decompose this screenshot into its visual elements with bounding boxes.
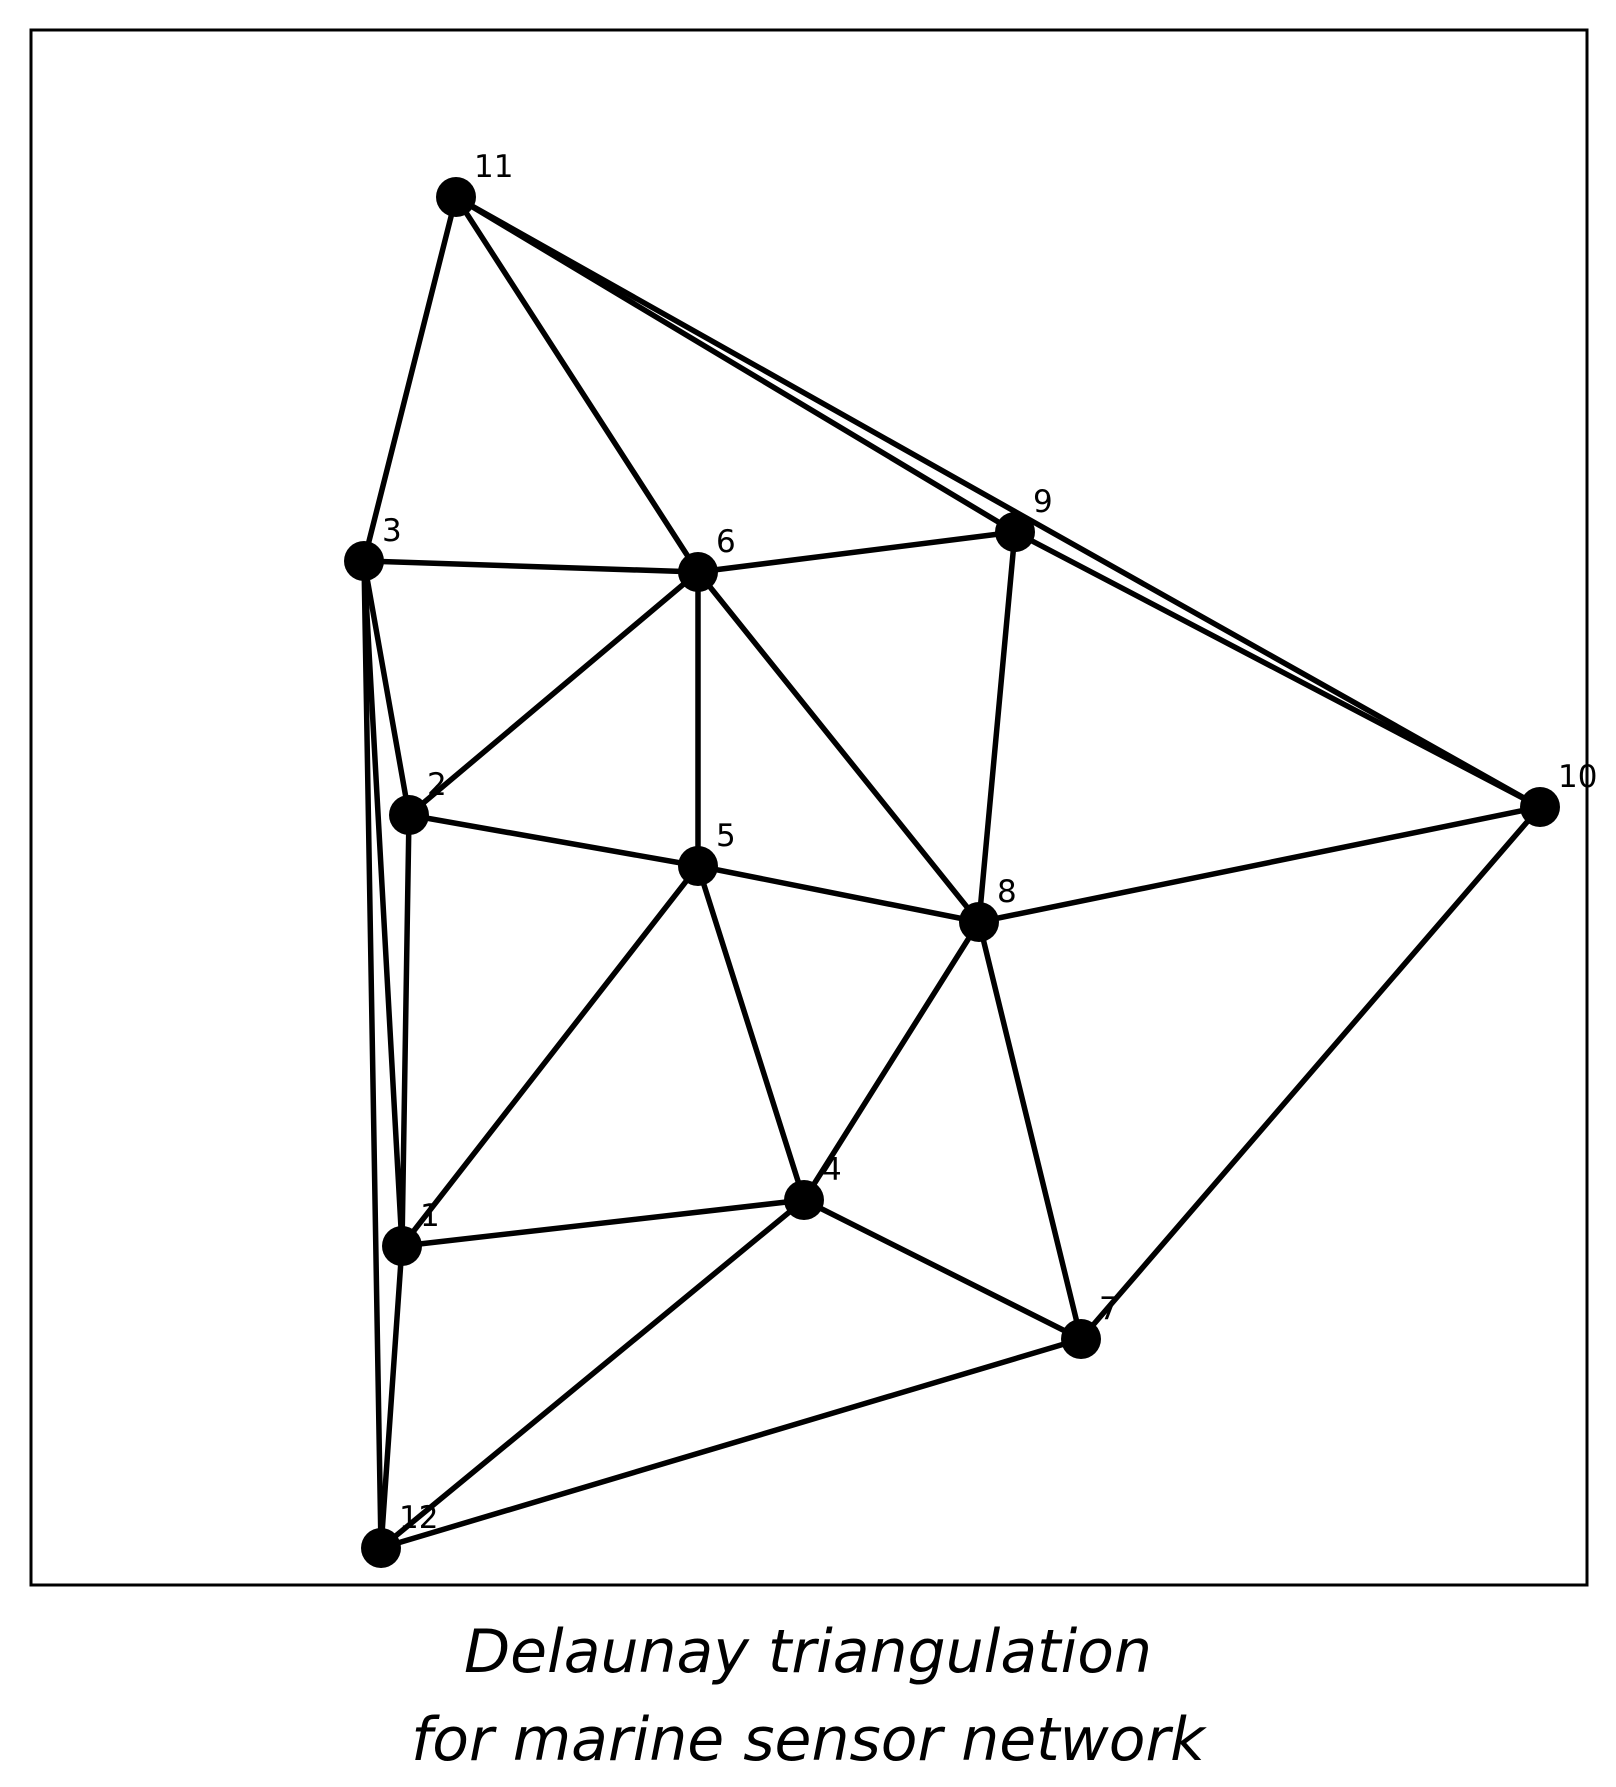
node-label-7: 7 [1099, 1291, 1119, 1327]
edge-11-9 [453, 194, 1018, 535]
edge-8-4 [801, 919, 982, 1203]
node-2 [389, 795, 429, 835]
node-1 [382, 1226, 422, 1266]
node-8 [959, 902, 999, 942]
edge-8-7 [976, 919, 1084, 1342]
edge-11-3 [361, 194, 459, 564]
edge-5-8 [695, 863, 982, 925]
edge-5-4 [695, 863, 807, 1203]
node-label-11: 11 [474, 149, 513, 185]
edge-4-7 [801, 1197, 1084, 1342]
caption-line-2: for marine sensor network [411, 1705, 1205, 1775]
node-label-8: 8 [997, 874, 1017, 910]
node-label-3: 3 [382, 513, 402, 549]
edge-3-2 [361, 558, 412, 818]
edge-1-4 [399, 1197, 807, 1249]
edge-11-6 [453, 194, 701, 575]
edge-10-7 [1078, 804, 1543, 1342]
node-label-1: 1 [420, 1198, 440, 1234]
node-11 [436, 177, 476, 217]
node-7 [1061, 1319, 1101, 1359]
edge-9-8 [976, 529, 1018, 925]
edge-3-12 [361, 558, 384, 1551]
node-label-5: 5 [716, 818, 736, 854]
node-5 [678, 846, 718, 886]
node-layer [344, 177, 1560, 1568]
node-4 [784, 1180, 824, 1220]
node-label-4: 4 [822, 1152, 842, 1188]
node-label-12: 12 [399, 1500, 438, 1536]
node-6 [678, 552, 718, 592]
edge-8-10 [976, 804, 1543, 925]
edge-9-10 [1012, 529, 1543, 810]
node-label-9: 9 [1033, 484, 1053, 520]
edge-1-12 [378, 1243, 405, 1551]
caption-line-1: Delaunay triangulation [463, 1617, 1153, 1687]
edge-6-8 [695, 569, 982, 925]
node-3 [344, 541, 384, 581]
edge-6-2 [406, 569, 701, 818]
node-label-2: 2 [427, 767, 447, 803]
node-label-10: 10 [1558, 759, 1597, 795]
node-10 [1520, 787, 1560, 827]
edge-6-9 [695, 529, 1018, 575]
edge-11-10 [453, 194, 1543, 810]
node-label-6: 6 [716, 524, 736, 560]
edge-12-7 [378, 1336, 1084, 1551]
edge-3-6 [361, 558, 701, 575]
edge-layer [361, 194, 1543, 1551]
edge-2-5 [406, 812, 701, 869]
edge-2-1 [399, 812, 412, 1249]
edge-4-12 [378, 1197, 807, 1551]
edge-3-1 [361, 558, 405, 1249]
plot-frame [29, 28, 1589, 1587]
edge-5-1 [399, 863, 701, 1249]
node-12 [361, 1528, 401, 1568]
node-9 [995, 512, 1035, 552]
